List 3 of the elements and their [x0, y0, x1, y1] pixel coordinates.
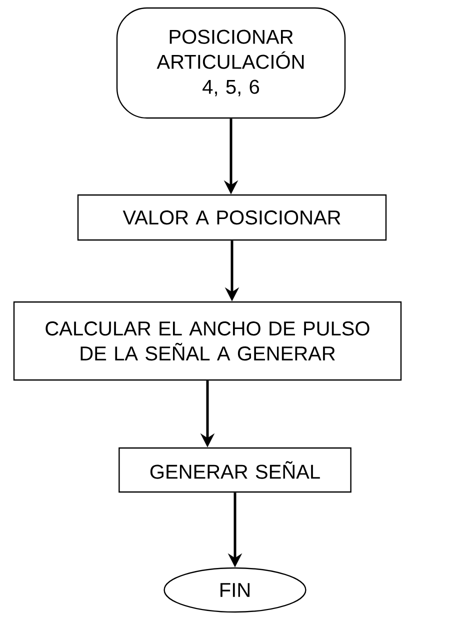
process-box: GENERAR SEÑAL	[118, 447, 352, 493]
process-box: VALOR A POSICIONAR	[77, 194, 387, 241]
process-box: CALCULAR EL ANCHO DE PULSO DE LA SEÑAL A GENERAR	[13, 301, 402, 381]
